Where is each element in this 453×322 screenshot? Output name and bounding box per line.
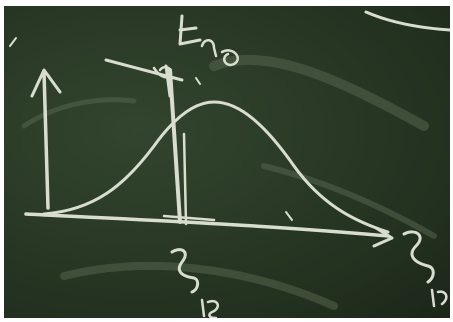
handwritten-label-top — [178, 14, 239, 67]
handwritten-symbol-right — [402, 230, 448, 308]
pointer-arrow — [104, 58, 201, 85]
center-axis — [164, 64, 188, 226]
chalkboard — [4, 6, 450, 318]
bell-curve — [42, 100, 390, 234]
left-axis — [30, 68, 62, 210]
corner-mark — [9, 37, 17, 47]
axis-tick — [285, 211, 293, 221]
stray-stroke — [364, 10, 450, 32]
handwritten-symbol-bottom — [170, 248, 220, 318]
eraser-smudges — [21, 54, 437, 310]
chalk-drawing — [9, 10, 450, 318]
horizontal-axis — [24, 212, 394, 248]
